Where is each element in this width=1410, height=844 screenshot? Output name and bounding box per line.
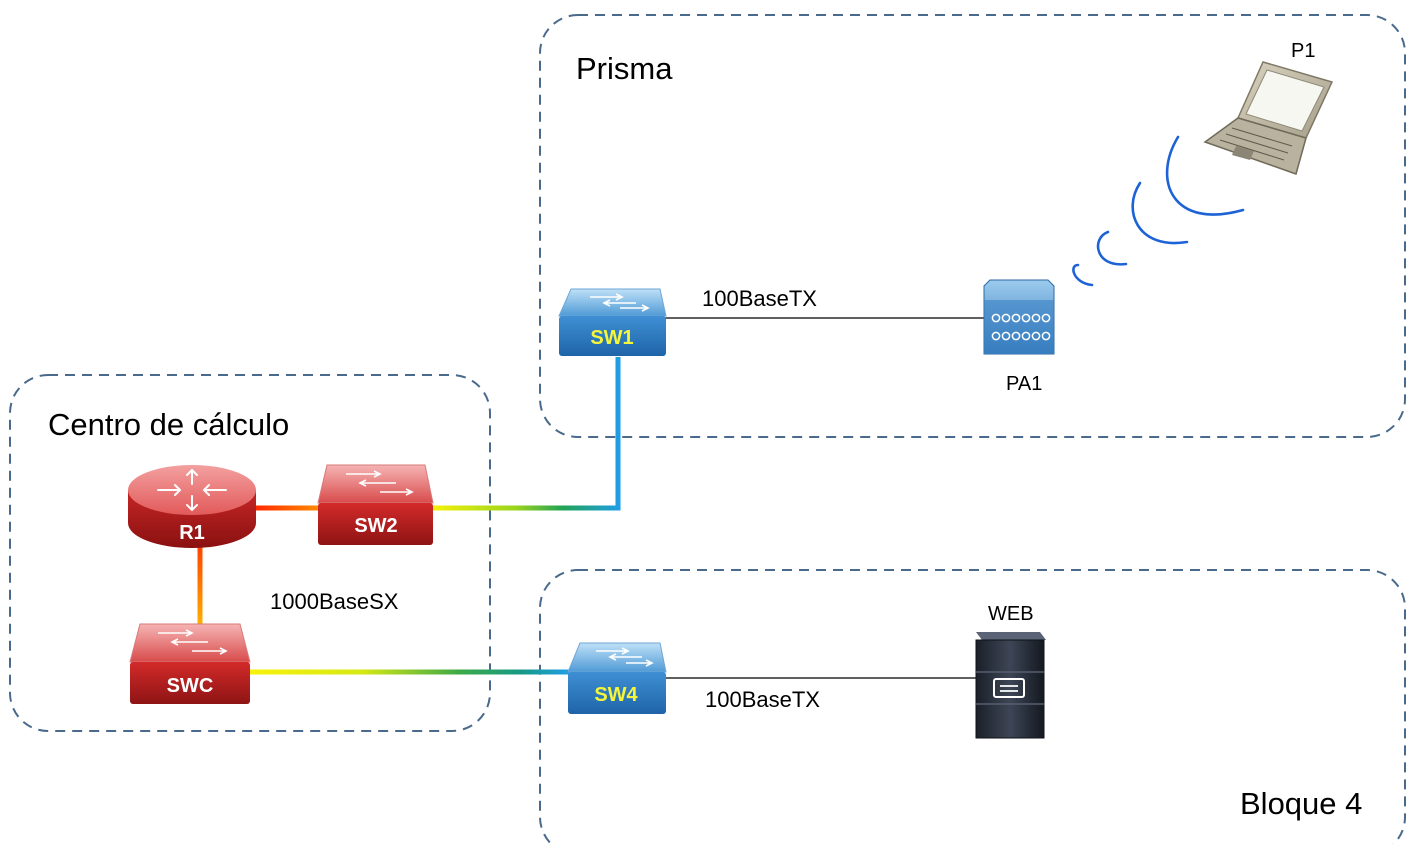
zone-bloque-4: Bloque 4 (539, 569, 1406, 844)
sw1-label: SW1 (590, 327, 633, 349)
p1-laptop-icon[interactable] (1203, 61, 1334, 175)
pa1-label: PA1 (1006, 373, 1042, 395)
web-label: WEB (988, 603, 1034, 625)
sw1-switch-icon[interactable]: SW1 (558, 288, 667, 356)
link-label-backbone: 1000BaseSX (270, 589, 399, 614)
wireless-signal-icon (1072, 135, 1245, 287)
web-server-icon[interactable] (975, 632, 1046, 739)
links (197, 317, 985, 679)
zone-bloque-title: Bloque 4 (1240, 786, 1362, 821)
sw4-label: SW4 (594, 684, 638, 706)
zone-prisma: Prisma (539, 14, 1406, 438)
pa1-access-point-icon[interactable] (983, 279, 1055, 355)
r1-router-icon[interactable]: R1 (128, 465, 256, 548)
r1-label: R1 (179, 522, 205, 544)
sw2-label: SW2 (354, 515, 397, 537)
link-label-sw1-pa1: 100BaseTX (702, 286, 817, 311)
swc-switch-icon[interactable]: SWC (129, 623, 251, 704)
p1-label: P1 (1291, 40, 1315, 62)
link-sw2-sw1 (432, 357, 621, 511)
sw2-switch-icon[interactable]: SW2 (317, 464, 434, 545)
zone-prisma-title: Prisma (576, 51, 673, 86)
zone-centro-calculo: Centro de cálculo (9, 374, 491, 732)
swc-label: SWC (167, 675, 214, 697)
sw4-switch-icon[interactable]: SW4 (567, 642, 667, 714)
link-label-sw4-web: 100BaseTX (705, 687, 820, 712)
zone-centro-title: Centro de cálculo (48, 407, 289, 442)
